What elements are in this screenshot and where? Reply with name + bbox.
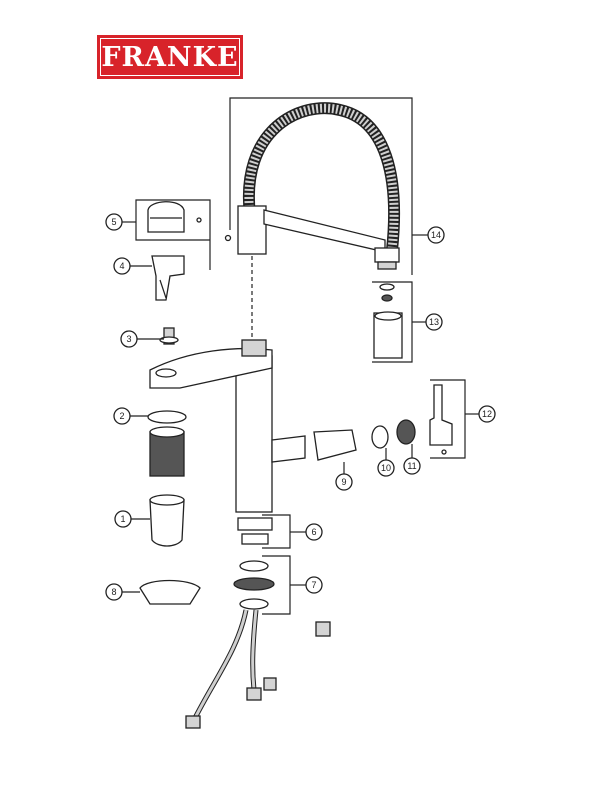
handle-cap-frame xyxy=(135,199,211,270)
diverter-nut xyxy=(396,419,416,445)
svg-text:10: 10 xyxy=(381,463,391,473)
base-plate xyxy=(139,579,201,605)
callout-10: 10 xyxy=(377,459,395,477)
logo-text: FRANKE xyxy=(101,41,239,73)
supply-hose xyxy=(251,609,258,691)
callout-3: 3 xyxy=(120,330,138,348)
base-washer xyxy=(237,517,273,531)
svg-text:9: 9 xyxy=(341,477,346,487)
callout-4: 4 xyxy=(113,257,131,275)
mounting-gasket xyxy=(233,577,275,591)
mounting-nut xyxy=(239,598,269,610)
top-thread xyxy=(241,339,267,357)
callout-12: 12 xyxy=(478,405,496,423)
svg-text:8: 8 xyxy=(111,587,116,597)
svg-text:13: 13 xyxy=(429,317,439,327)
callout-7: 7 xyxy=(305,576,323,594)
callout-13: 13 xyxy=(425,313,443,331)
svg-text:14: 14 xyxy=(431,230,441,240)
spray-head-nut xyxy=(374,247,400,263)
faucet-body xyxy=(235,355,273,513)
svg-text:12: 12 xyxy=(482,409,492,419)
diverter-knob-frame xyxy=(430,379,466,459)
spout-frame xyxy=(229,97,413,275)
aerator-sleeve xyxy=(149,499,185,547)
hose-fitting xyxy=(315,621,331,637)
filter-mesh xyxy=(149,431,185,477)
svg-text:4: 4 xyxy=(119,261,124,271)
svg-text:1: 1 xyxy=(120,514,125,524)
coiled-hose xyxy=(244,103,399,251)
svg-text:7: 7 xyxy=(311,580,316,590)
cartridge-stem xyxy=(163,327,175,345)
franke-logo: FRANKE xyxy=(97,35,243,79)
side-boss xyxy=(271,435,306,463)
diverter-cartridge xyxy=(313,429,357,461)
diverter-seal xyxy=(371,425,389,449)
diverter-knob xyxy=(429,384,453,446)
handle-cap xyxy=(147,201,185,233)
grub-screw xyxy=(224,234,232,242)
spout-arm xyxy=(263,209,386,253)
spout-body xyxy=(237,205,267,255)
callout-14: 14 xyxy=(427,226,445,244)
callout-9: 9 xyxy=(335,473,353,491)
svg-text:11: 11 xyxy=(407,461,416,471)
svg-text:6: 6 xyxy=(311,527,316,537)
callout-5: 5 xyxy=(105,213,123,231)
callout-6: 6 xyxy=(305,523,323,541)
o-ring xyxy=(147,410,187,424)
callout-11: 11 xyxy=(403,457,421,475)
svg-text:5: 5 xyxy=(111,217,116,227)
callout-1: 1 xyxy=(114,510,132,528)
faucet-head xyxy=(149,347,273,389)
svg-text:3: 3 xyxy=(126,334,131,344)
callout-8: 8 xyxy=(105,583,123,601)
svg-text:2: 2 xyxy=(119,411,124,421)
callout-2: 2 xyxy=(113,407,131,425)
lever xyxy=(151,255,185,301)
